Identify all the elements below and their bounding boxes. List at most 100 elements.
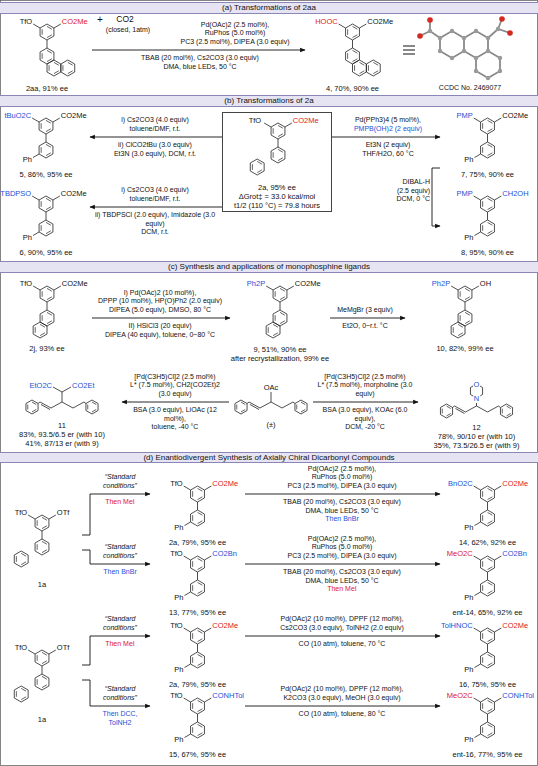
bond [204,486,211,490]
double-bond [192,585,193,591]
group-label: CO2Et [72,381,95,390]
bond [184,486,191,490]
reagent-block: CCDC No. 2469077 [415,84,525,93]
double-bond [68,62,73,65]
reagent-text: i) Cs2CO3 (4.0 equiv) [91,186,219,195]
ring [40,286,54,302]
section-title: (c) Synthesis and applications of monoph… [168,262,370,272]
compound-caption: 13, 77%, 95% ee [169,608,226,617]
double-bond [278,125,283,128]
double-bond [16,691,17,697]
bond [49,650,56,654]
ring [191,556,205,572]
double-bond [482,201,483,207]
section-band: (b) Transformations of 2a [0,95,538,107]
bond [197,644,198,652]
caption-block: 8, 95%, 90% ee [440,248,535,257]
caption-block: (±) [229,420,313,429]
double-bond [278,149,283,152]
double-bond [359,62,364,65]
double-bond [359,71,364,74]
caption-block: 1183%, 93.5/6.5 er (with 10)41%, 87/13 e… [2,421,122,448]
group-label: TfO [249,116,262,125]
reagent-block: i) Cs2CO3 (4.0 equiv)toluene/DMF, r.t. [91,116,219,133]
double-bond [46,120,51,123]
compound-caption: 8, 95%, 90% ee [461,248,514,257]
reagent-block: CO2 [110,14,140,25]
double-bond [301,402,305,404]
reagent-block: + [94,14,106,25]
group-label: TfO [20,279,33,288]
group-label: MeO2C [447,549,473,558]
group-label: PMP [456,189,472,198]
caption-block: 1a [2,580,82,589]
structure-drawing [2,640,82,725]
reagent-text: DPPP (10 mol%), HP(O)Ph2 (2.0 equiv) [96,297,224,306]
double-bond [241,402,245,404]
group-label: Ph [464,523,473,532]
double-bond [37,544,38,550]
double-bond [46,144,51,147]
double-bond [192,515,193,521]
double-bond [37,520,38,526]
reagent-block: ii) ClCO2tBu (3.0 equiv)Et3N (3.0 equiv)… [91,141,219,158]
double-bond [275,315,276,321]
ring [481,510,495,526]
bond [33,232,39,236]
ring [451,322,465,338]
bond [474,118,481,122]
double-bond [488,558,493,561]
ring [191,628,205,644]
group-label: CO2Me [295,279,321,288]
bond [280,302,281,310]
double-bond [278,134,283,137]
double-bond [46,198,51,201]
bond [472,286,479,290]
reaction-arrow [90,207,222,208]
bond [475,522,481,526]
compound-caption: ΔGrot‡ = 33.0 kcal/mol [239,192,316,201]
double-bond [41,225,42,231]
group-label: CO2Me [61,189,87,198]
bond [282,402,293,408]
reagent-block: II) HSiCl3 (20 equiv)DIPEA (40 equiv), t… [96,322,224,339]
compound-caption: 1a [38,715,46,724]
ring [295,400,307,414]
double-bond [507,406,511,408]
structure-drawing [305,14,400,94]
reaction-arrow [245,494,440,495]
group-label: TfO [170,479,183,488]
double-bond [273,324,278,327]
reagent-block: Pd(OAc)2 (10 mol%), DPPF (12 mol%),K2CO3… [250,685,435,702]
section-title: (a) Transformations of 2aa [222,3,316,13]
double-bond [447,406,451,408]
bond [184,698,191,702]
group-label: OH [480,279,491,288]
bond [477,406,488,412]
reagent-text: PC3 (2.5 mol%), DIPEA (3.0 equiv) [250,482,435,491]
double-bond [49,65,50,71]
reaction-arrow [330,318,405,319]
caption-block: 5, 86%, 95% ee [2,170,90,179]
ring [481,486,495,502]
double-bond [198,700,203,703]
compound-structure: MeO2CCO2BnPhent-14, 65%, 92% ee [440,546,535,618]
ring [191,486,205,502]
double-bond [252,164,253,170]
double-bond [47,35,52,38]
reagent-block: Pd(OAc)2 (2.5 mol%),RuPhos (5.0 mol%)PC3… [165,21,305,47]
reagent-block: Et3N (2 equiv)THF/H2O, 60 °C [338,141,438,158]
compound-structure: TfOCO2MePh2a, 79%, 95% ee [150,476,245,548]
compound-structure: TfOCONHTolPh15, 67%, 95% ee [150,688,245,760]
section-title: (d) Enantiodivergent Synthesis of Axiall… [143,453,394,463]
compound-caption: 78%, 90/10 er (with 10) [438,432,516,441]
compound-structure: TBDPSOCO2MePh6, 90%, 95% ee [2,186,90,258]
ring [481,628,495,644]
reagent-text: CO2 [110,14,140,25]
reaction-arrow [432,168,440,226]
compound-caption: t1/2 (110 °C) = 79.8 hours [234,201,320,210]
reagent-text: THF/H2O, 60 °C [338,150,438,159]
bond [293,402,295,404]
bond [54,24,61,28]
double-bond [502,409,503,414]
